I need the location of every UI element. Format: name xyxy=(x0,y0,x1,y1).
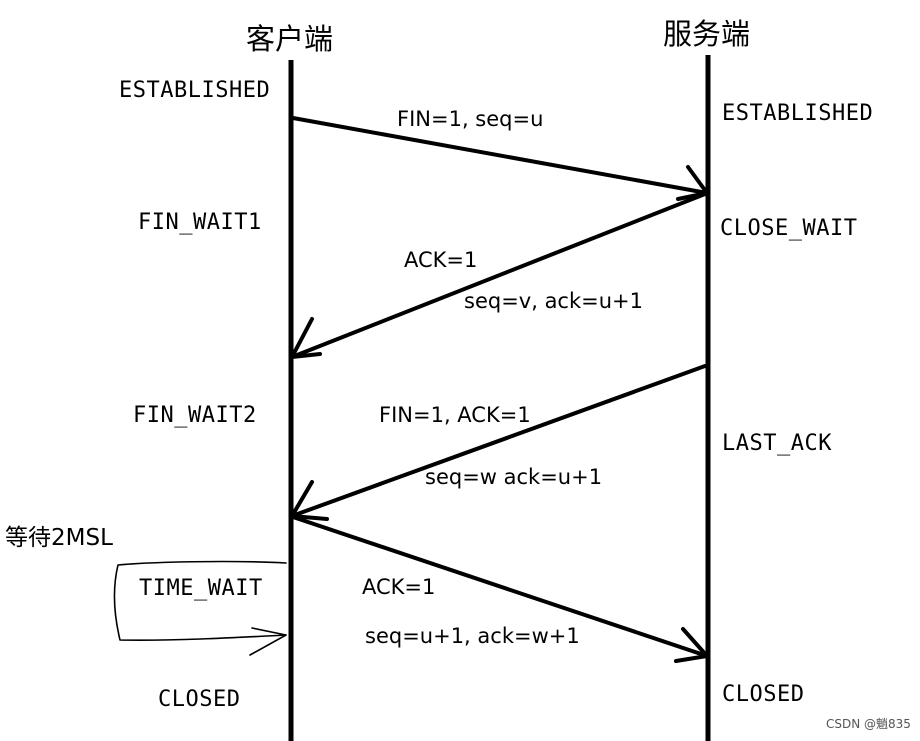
arrow-ack-1 xyxy=(290,192,707,359)
server-state-last-ack: LAST_ACK xyxy=(722,431,832,456)
message-3-label-a: FIN=1, ACK=1 xyxy=(379,403,531,427)
client-wait-note: 等待2MSL xyxy=(5,525,113,551)
server-state-close-wait: CLOSE_WAIT xyxy=(720,216,858,241)
client-state-established: ESTABLISHED xyxy=(119,78,271,103)
message-2-label-a: ACK=1 xyxy=(404,248,478,272)
message-4-label-a: ACK=1 xyxy=(362,575,436,599)
time-wait-bracket xyxy=(113,560,287,656)
client-state-closed: CLOSED xyxy=(158,687,241,712)
message-1-label: FIN=1, seq=u xyxy=(397,107,544,131)
arrow-ack-final xyxy=(291,515,709,663)
client-state-time-wait: TIME_WAIT xyxy=(139,576,263,601)
arrow-fin-1 xyxy=(291,116,709,201)
client-header: 客户端 xyxy=(246,22,334,56)
client-state-fin-wait1: FIN_WAIT1 xyxy=(138,210,262,235)
server-state-closed: CLOSED xyxy=(722,682,805,707)
message-4-label-b: seq=u+1, ack=w+1 xyxy=(365,624,580,648)
arrow-fin-ack xyxy=(290,364,707,521)
message-2-label-b: seq=v, ack=u+1 xyxy=(464,289,644,313)
server-header: 服务端 xyxy=(663,17,751,51)
client-state-fin-wait2: FIN_WAIT2 xyxy=(133,403,257,428)
server-state-established: ESTABLISHED xyxy=(722,101,874,126)
watermark: CSDN @魈835 xyxy=(826,717,911,731)
message-3-label-b: seq=w ack=u+1 xyxy=(425,465,603,489)
